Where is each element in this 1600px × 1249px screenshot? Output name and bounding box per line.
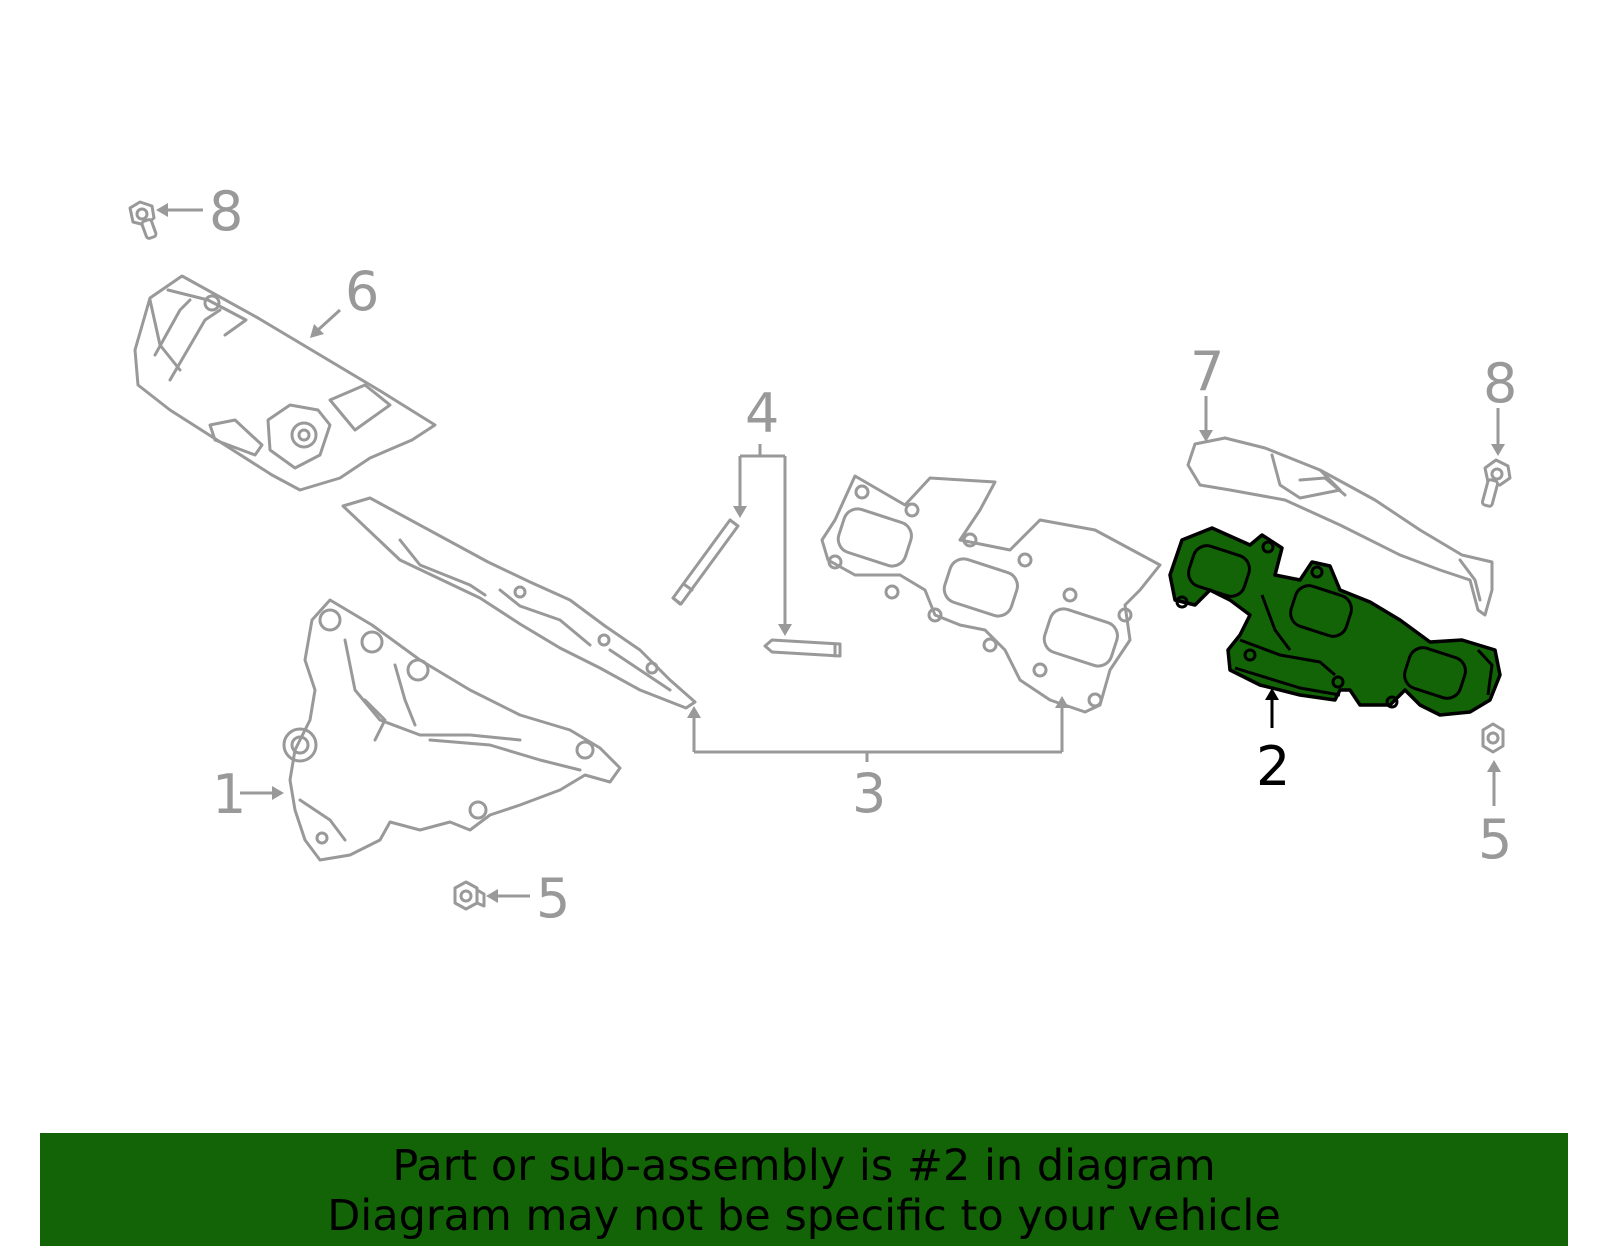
leader-5-right <box>1487 760 1501 806</box>
banner-line-disclaimer: Diagram may not be specific to your vehi… <box>327 1191 1281 1241</box>
leader-8-right <box>1491 408 1505 456</box>
callout-2[interactable]: 2 <box>1256 735 1290 798</box>
callout-7[interactable]: 7 <box>1190 340 1224 403</box>
callout-1[interactable]: 1 <box>212 763 246 826</box>
part-3-gasket-left[interactable] <box>341 496 697 710</box>
leader-6 <box>310 308 342 338</box>
part-4-stud-lower[interactable] <box>763 638 842 658</box>
part-8-bolt-left[interactable] <box>128 200 158 240</box>
leader-3 <box>687 696 1069 762</box>
callout-6[interactable]: 6 <box>345 260 379 323</box>
banner-line-part: Part or sub-assembly is #2 in diagram <box>392 1141 1216 1191</box>
callout-5-right[interactable]: 5 <box>1478 808 1512 871</box>
leader-8-left <box>156 203 203 217</box>
part-3-gasket-center[interactable] <box>820 474 1162 714</box>
part-8-bolt-right[interactable] <box>1480 458 1512 508</box>
leader-5-left <box>486 889 530 903</box>
part-5-nut-right[interactable] <box>1481 722 1505 754</box>
callout-4[interactable]: 4 <box>745 382 779 445</box>
leader-7 <box>1199 396 1213 442</box>
leader-2 <box>1265 688 1279 728</box>
part-5-nut-left[interactable] <box>453 880 486 911</box>
part-6-heat-shield[interactable] <box>133 274 437 492</box>
part-2-exhaust-manifold-right[interactable] <box>1168 526 1502 717</box>
part-info-banner: Part or sub-assembly is #2 in diagram Di… <box>40 1133 1568 1246</box>
callout-8-right[interactable]: 8 <box>1483 352 1517 415</box>
parts-diagram: 8 6 <box>128 180 1517 930</box>
callout-8-left[interactable]: 8 <box>209 180 243 243</box>
callout-5-left[interactable]: 5 <box>536 867 570 930</box>
leader-1 <box>240 786 284 800</box>
callout-3[interactable]: 3 <box>852 762 886 825</box>
part-4-stud-upper[interactable] <box>671 518 740 606</box>
part-7-heat-shield-right[interactable] <box>1186 436 1494 617</box>
part-1-exhaust-manifold-left[interactable] <box>282 598 622 862</box>
leader-4 <box>733 444 792 636</box>
